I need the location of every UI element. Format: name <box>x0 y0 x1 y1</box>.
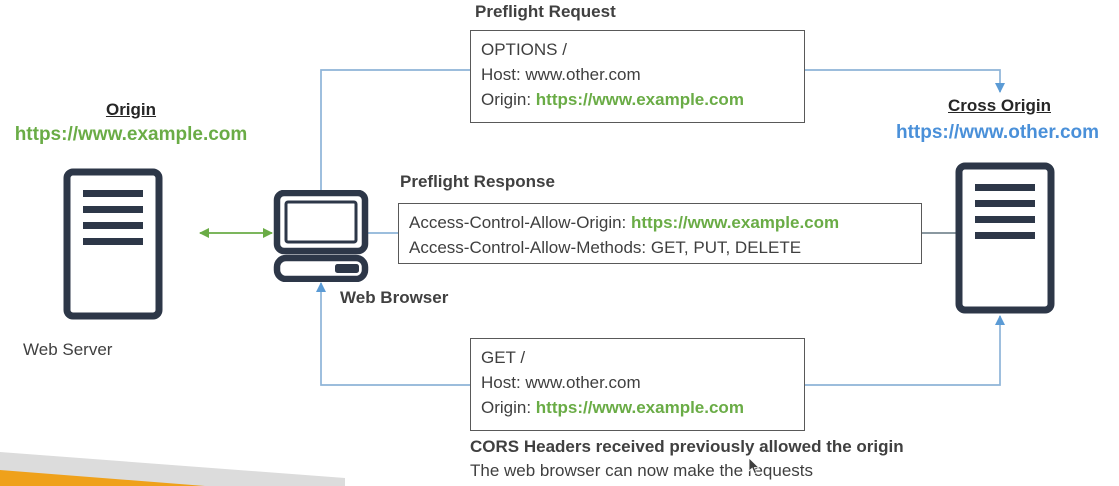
preflight-request-line: Host: www.other.com <box>481 62 794 87</box>
preflight-request-box: OPTIONS / Host: www.other.com Origin: ht… <box>470 30 805 123</box>
line-text: Host: www.other.com <box>481 373 641 393</box>
footer-note-plain-label: The web browser can now make the request… <box>470 461 814 480</box>
preflight-response-box: Access-Control-Allow-Origin: https://www… <box>398 203 922 264</box>
footer-note-bold-label: CORS Headers received previously allowed… <box>470 437 904 456</box>
line-text: Access-Control-Allow-Origin: <box>409 213 631 232</box>
web-server-caption-label: Web Server <box>23 340 113 359</box>
preflight-request-line: Origin: https://www.example.com <box>481 87 794 112</box>
connector-get-request-to-cross-origin <box>805 314 1006 386</box>
line-text: Origin: <box>481 398 536 418</box>
line-text: GET / <box>481 348 526 367</box>
footer-note-plain: The web browser can now make the request… <box>470 461 813 481</box>
actual-request-line: Origin: https://www.example.com <box>481 395 794 420</box>
line-text: OPTIONS / <box>481 40 567 59</box>
connector-browser-to-preflight-request <box>320 69 470 232</box>
origin-url-label: https://www.example.com <box>14 124 248 145</box>
web-browser-caption: Web Browser <box>340 288 448 308</box>
preflight-response-title-label: Preflight Response <box>400 172 555 191</box>
desktop-computer-icon <box>273 190 369 282</box>
cross-origin-url-label: https://www.other.com <box>895 122 1100 143</box>
line-highlight: https://www.example.com <box>535 90 744 110</box>
connector-preflight-request-to-cross-origin <box>805 69 1006 94</box>
server-icon <box>955 162 1055 314</box>
connector-get-request-to-browser <box>315 281 470 386</box>
origin-url: https://www.example.com <box>0 124 262 146</box>
preflight-request-title-label: Preflight Request <box>475 2 616 21</box>
origin-heading-label: Origin <box>105 100 157 119</box>
preflight-response-line: Access-Control-Allow-Methods: GET, PUT, … <box>409 235 911 260</box>
preflight-request-line: OPTIONS / <box>481 37 794 62</box>
mouse-cursor-icon <box>748 458 760 475</box>
line-text: Origin: <box>481 90 536 110</box>
line-text: Host: www.other.com <box>481 65 641 85</box>
corner-decoration <box>0 452 345 486</box>
line-highlight: https://www.example.com <box>631 213 840 232</box>
preflight-response-line: Access-Control-Allow-Origin: https://www… <box>409 210 911 235</box>
cross-origin-url: https://www.other.com <box>876 122 1119 144</box>
actual-request-line: GET / <box>481 345 794 370</box>
actual-request-line: Host: www.other.com <box>481 370 794 395</box>
web-server-caption: Web Server <box>23 340 203 360</box>
line-text: Access-Control-Allow-Methods: GET, PUT, … <box>409 238 802 258</box>
server-icon <box>63 168 163 320</box>
footer-note-bold: CORS Headers received previously allowed… <box>470 437 904 457</box>
cross-origin-heading: Cross Origin <box>880 96 1119 116</box>
actual-request-box: GET / Host: www.other.com Origin: https:… <box>470 338 805 431</box>
cross-origin-heading-label: Cross Origin <box>948 96 1051 115</box>
preflight-response-title: Preflight Response <box>400 172 555 192</box>
web-browser-caption-label: Web Browser <box>340 288 449 307</box>
line-highlight: https://www.example.com <box>535 398 744 418</box>
preflight-request-title: Preflight Request <box>475 2 616 22</box>
origin-heading: Origin <box>0 100 262 120</box>
